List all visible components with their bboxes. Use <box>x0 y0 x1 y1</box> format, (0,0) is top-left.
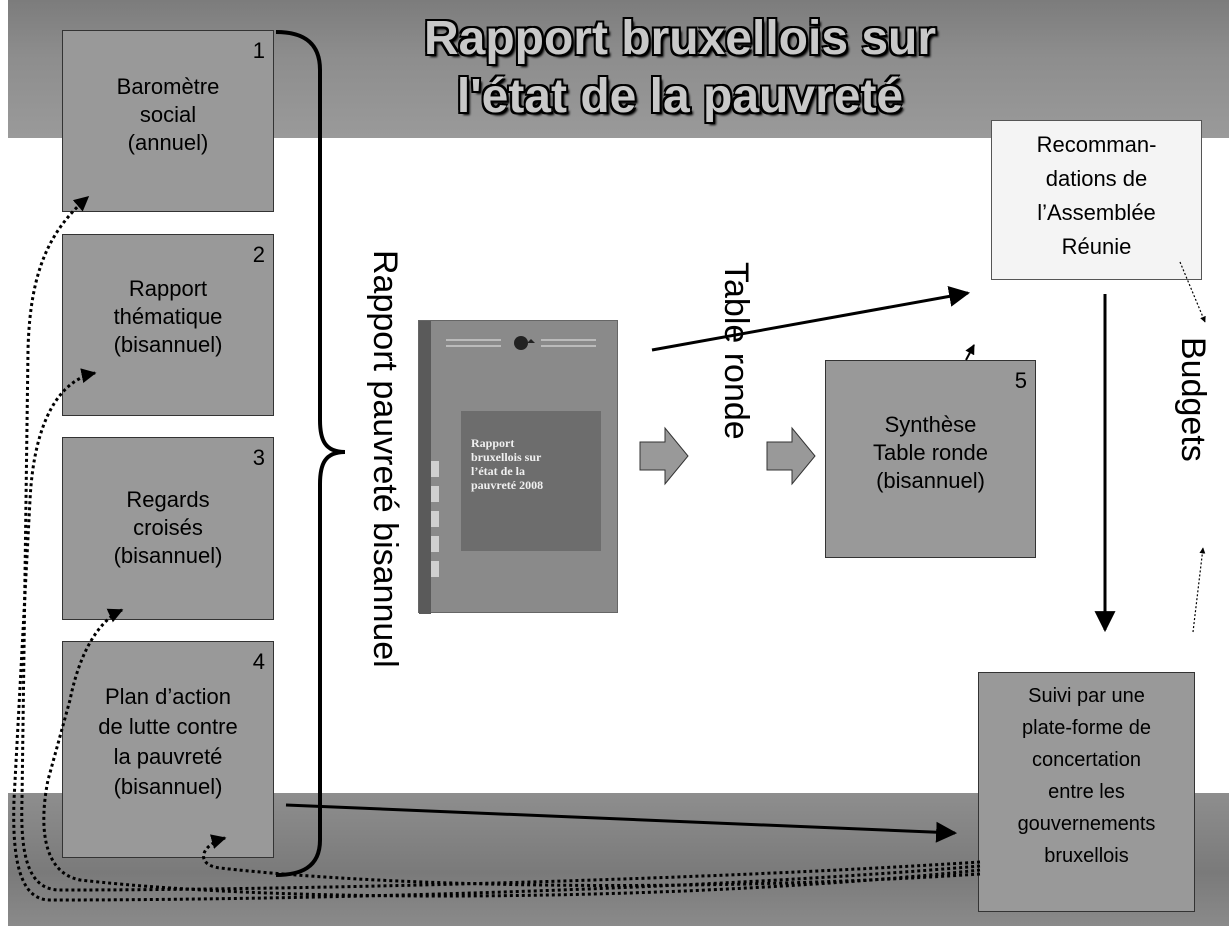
rec-line: dations de <box>1045 166 1148 191</box>
box-line: (bisannuel) <box>113 332 223 357</box>
cover-tab <box>431 561 439 577</box>
suivi-line: plate-forme de <box>1022 717 1151 739</box>
title-line-1: Rapport bruxellois sur <box>423 12 937 65</box>
suivi-line: gouvernements <box>1017 813 1156 835</box>
block-arrow-2 <box>766 426 816 486</box>
box-line: (bisannuel) <box>876 468 985 493</box>
box-number: 2 <box>252 242 265 267</box>
arrow-rec-to-budgets <box>1179 261 1206 323</box>
box-line: social <box>139 102 197 127</box>
cover-panel <box>461 411 601 551</box>
cover-line: Rapport <box>471 436 515 450</box>
cover-tab <box>431 536 439 552</box>
title-line-2: l'état de la pauvreté <box>456 70 904 123</box>
rec-line: Recomman- <box>1036 132 1157 157</box>
box-number: 4 <box>252 649 265 674</box>
dotted-feedback-2 <box>12 368 981 902</box>
box-regards-croises: 3 Regards croisés (bisannuel) <box>62 437 274 620</box>
dotted-feedback-3 <box>42 608 981 898</box>
cover-line: l’état de la <box>471 464 525 478</box>
arrow-synthese-up <box>965 344 975 361</box>
box-barometre: 1 Baromètre social (annuel) <box>62 30 274 212</box>
suivi-line: bruxellois <box>1044 845 1129 867</box>
cover-tab <box>431 486 439 502</box>
box-number: 1 <box>252 38 265 63</box>
box-line: la pauvreté <box>113 744 223 769</box>
arrow-plan-to-suivi <box>285 803 958 843</box>
box-line: (bisannuel) <box>113 543 223 568</box>
cover-spine <box>419 321 431 614</box>
box-line: croisés <box>133 515 203 540</box>
box-line: Baromètre <box>116 74 220 99</box>
box-line: Regards <box>126 487 210 512</box>
left-margin <box>0 0 8 926</box>
cover-tab <box>431 461 439 477</box>
rec-line: Réunie <box>1061 234 1132 259</box>
box-line: Plan d’action <box>105 684 231 709</box>
box-line: (bisannuel) <box>113 774 223 799</box>
suivi-line: entre les <box>1048 781 1125 803</box>
box-number: 5 <box>1014 368 1027 393</box>
box-line: Rapport <box>128 276 208 301</box>
arrow-suivi-to-budgets <box>1192 547 1206 633</box>
dotted-feedback-4 <box>202 834 981 887</box>
suivi-line: concertation <box>1032 749 1141 771</box>
slide-title: Rapport bruxellois sur l'état de la pauv… <box>330 10 1030 126</box>
suivi-line: Suivi par une <box>1028 685 1145 707</box>
box-line: thématique <box>113 304 223 329</box>
box-number: 3 <box>252 445 265 470</box>
box-line: (annuel) <box>127 130 209 155</box>
box-recommandations: Recomman- dations de l’Assemblée Réunie <box>991 120 1202 280</box>
box-rapport-thematique: 2 Rapport thématique (bisannuel) <box>62 234 274 416</box>
box-line: Table ronde <box>873 440 988 465</box>
block-arrow-1 <box>639 426 689 486</box>
cover-line: pauvreté 2008 <box>471 478 544 492</box>
cover-tab <box>431 511 439 527</box>
box-plan-action: 4 Plan d’action de lutte contre la pauvr… <box>62 641 274 858</box>
cover-line: bruxellois sur <box>471 450 542 464</box>
box-synthese-table-ronde: 5 Synthèse Table ronde (bisannuel) <box>825 360 1036 558</box>
cover-logo-icon <box>446 336 596 350</box>
box-line: Synthèse <box>884 412 977 437</box>
box-line: de lutte contre <box>98 714 238 739</box>
rec-line: l’Assemblée <box>1037 200 1156 225</box>
arrow-to-recommandations <box>651 286 971 352</box>
cover-title: Rapport bruxellois sur l’état de la pauv… <box>471 436 543 492</box>
box-suivi-plate-forme: Suivi par une plate-forme de concertatio… <box>978 672 1195 912</box>
dotted-feedback-1 <box>20 195 981 892</box>
brace-shape <box>275 30 346 877</box>
report-cover-image: Rapport bruxellois sur l’état de la pauv… <box>418 320 618 614</box>
